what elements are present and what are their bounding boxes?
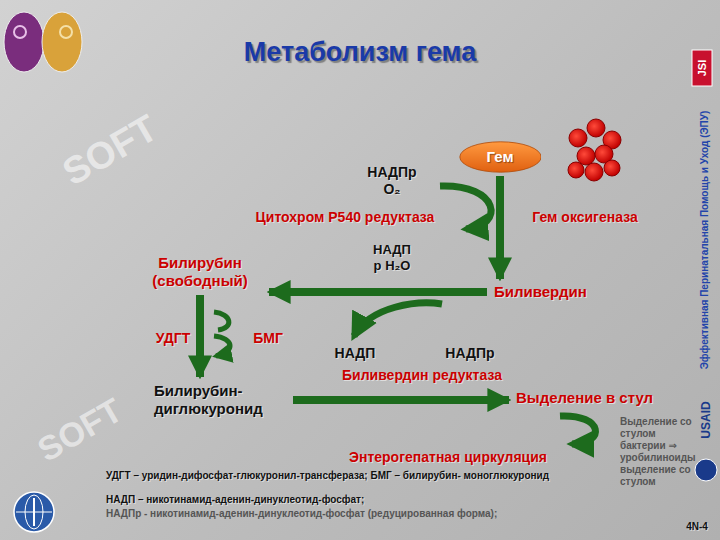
cofactor-label: НАДП	[335, 345, 376, 362]
cofactor-label: НАДПр O₂	[366, 164, 418, 198]
jsi-logo	[692, 50, 712, 86]
node-text: Биливердин	[494, 283, 636, 301]
watermark: SOFT	[30, 390, 129, 471]
logo-child	[42, 12, 82, 72]
cofactor-label: НАДПр	[445, 345, 494, 362]
watermark: SOFT	[55, 105, 166, 196]
side-caption: Эффективная Перинатальная Помощь и Уход …	[699, 111, 711, 370]
node-text: Гем	[487, 148, 514, 166]
enterohepatic-arrow	[560, 416, 595, 444]
footnote: НАДП – никотинамид-аденин-динуклеотид-фо…	[106, 494, 611, 506]
conjugation-arrow	[214, 336, 230, 356]
logo-text: USAID	[699, 401, 713, 438]
title: Метаболизм гема	[244, 37, 476, 68]
node-text: Билирубин-диглюкуронид	[154, 382, 286, 418]
process-label: Энтерогепатная циркуляция	[349, 449, 547, 466]
cofactor-arrow	[440, 186, 491, 229]
reaction-arrow	[293, 396, 509, 404]
red-blood-cells	[568, 119, 621, 181]
footnote: НАДПр - никотинамид-аденин-динуклеотид-ф…	[106, 508, 611, 520]
who-logo	[14, 492, 54, 532]
substance-node: Билирубин (свободный)	[134, 252, 266, 292]
logo-text: JSI	[696, 60, 709, 77]
logo-mother	[4, 12, 44, 72]
substance-node: Билирубин-диглюкуронид	[150, 380, 290, 420]
node-text: Билирубин (свободный)	[138, 254, 262, 290]
logo-figure	[14, 26, 26, 38]
enzyme-label: Гем оксигеназа	[532, 209, 637, 226]
enzyme-label: Цитохром Р540 редуктаза	[256, 209, 435, 226]
enzyme-label: Биливердин редуктаза	[342, 367, 502, 384]
substance-node: Биливердин	[490, 282, 640, 302]
cofactor-arrow	[354, 303, 442, 336]
usaid-seal	[695, 459, 717, 481]
reaction-arrow	[196, 295, 204, 377]
note-text: Выделение со стулом бактерии ⇒ уробилино…	[620, 416, 698, 488]
cofactor-label: НАДП р Н₂О	[369, 242, 415, 274]
substance-ellipse: Гем	[459, 141, 542, 173]
logo-figure	[60, 26, 72, 38]
slide-number: 4N-4	[686, 521, 708, 533]
footnote: УДГТ – уридин-дифосфат-глюкуронил-трансф…	[106, 470, 611, 482]
node-text: Выделение в стул	[516, 389, 678, 407]
substance-node: Выделение в стул	[512, 388, 682, 408]
reaction-arrow	[496, 176, 504, 279]
enzyme-label: УДГТ	[156, 330, 190, 347]
substance-label: БМГ	[253, 330, 283, 347]
reaction-arrow	[269, 288, 487, 296]
conjugation-arrow	[214, 312, 229, 330]
